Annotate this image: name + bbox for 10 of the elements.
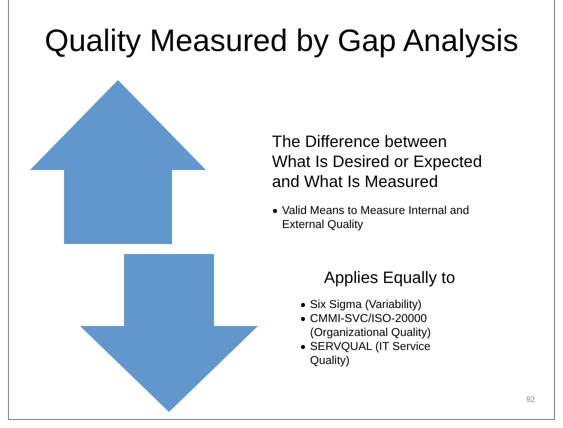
page-number: 92 xyxy=(526,394,535,406)
down-arrow-shape xyxy=(80,254,258,412)
bullet-item: CMMI-SVC/ISO-20000 (Organizational Quality) xyxy=(300,312,470,340)
heading-text: Applies Equally to xyxy=(324,268,456,288)
slide-title: Quality Measured by Gap Analysis xyxy=(44,22,520,60)
bullet-item: SERVQUAL (IT Service Quality) xyxy=(300,340,470,368)
heading-text: The Difference between What Is Desired or Expected and What Is Measured xyxy=(272,132,484,192)
bullet-item: Six Sigma (Variability) xyxy=(300,298,470,312)
bullet-item: Valid Means to Measure Internal and External Quality xyxy=(272,204,477,232)
up-arrow-shape xyxy=(30,80,206,244)
